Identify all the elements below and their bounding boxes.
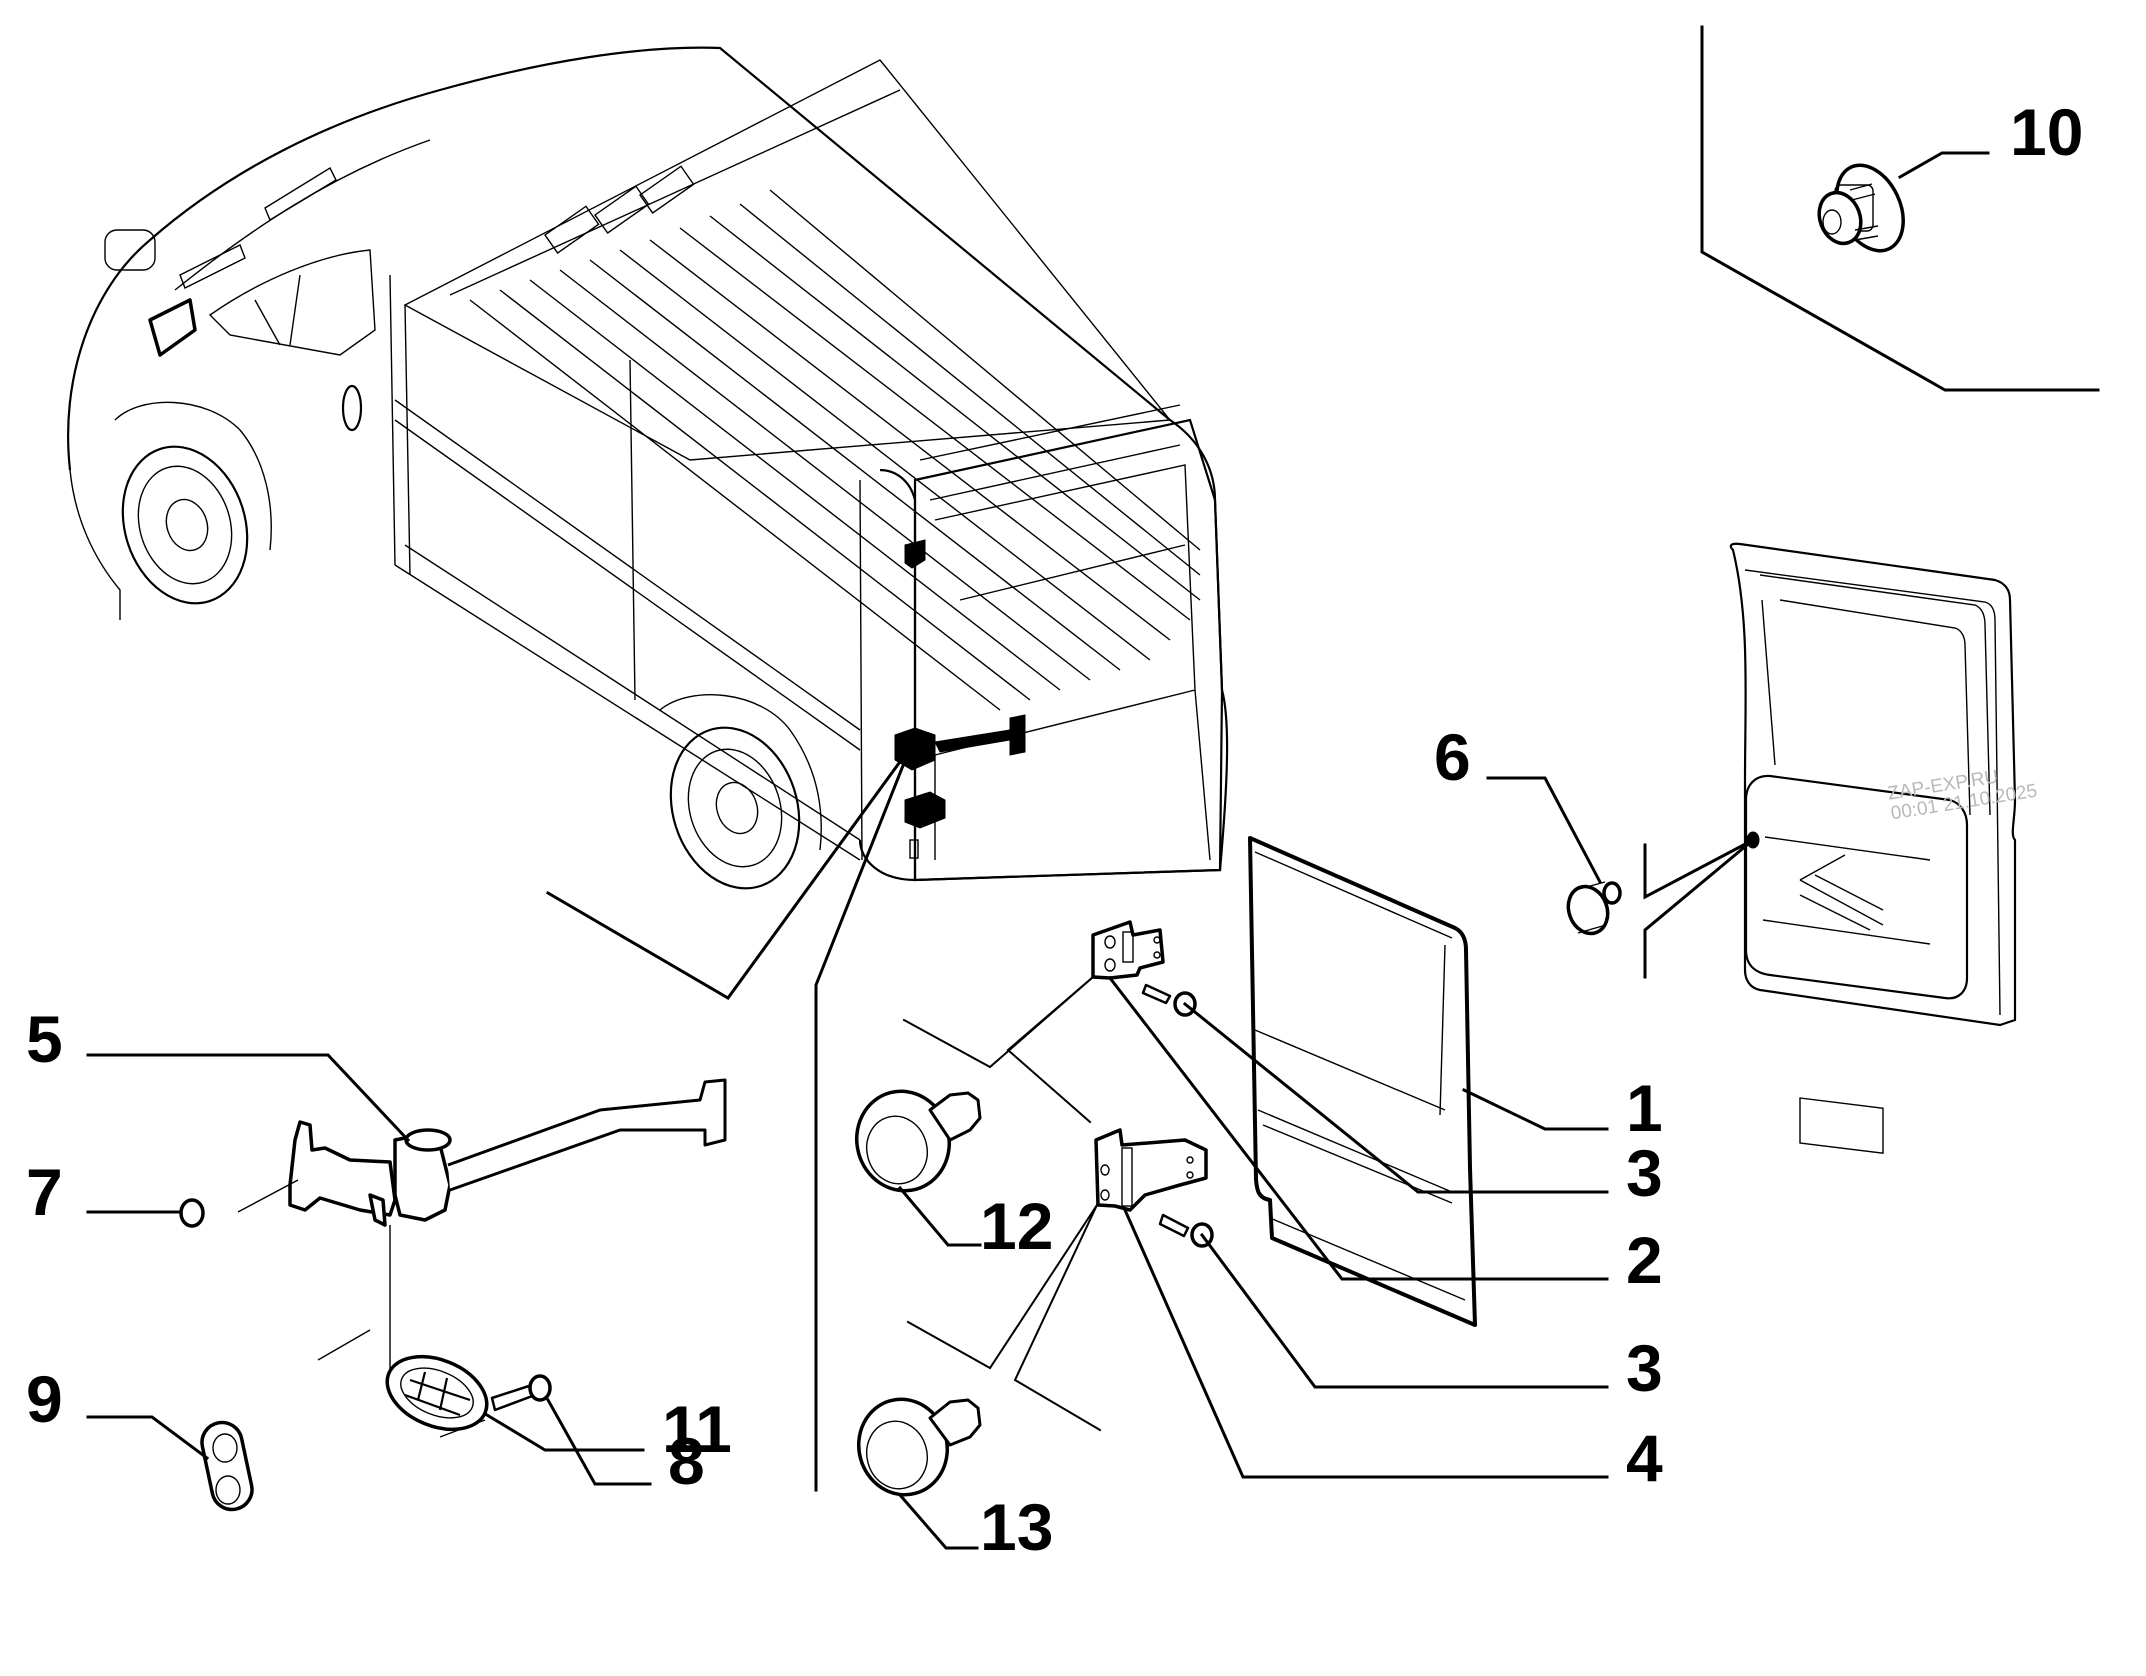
callout-2[interactable]: 2 (1626, 1223, 1663, 1297)
leader-9 (86, 1415, 210, 1461)
leader-8 (545, 1397, 652, 1486)
part-12-bumper (854, 1089, 982, 1193)
leader-1 (1461, 1087, 1609, 1131)
roof-ribs (469, 189, 1201, 711)
leader-2 (1107, 975, 1609, 1281)
front-wheel (114, 401, 272, 605)
callout-9[interactable]: 9 (26, 1362, 63, 1436)
callout-7[interactable]: 7 (26, 1155, 63, 1229)
leader-12 (897, 1185, 982, 1247)
leader-10 (1897, 151, 1990, 180)
part-6-buffer (1566, 881, 1622, 936)
leader-6 (1486, 776, 1603, 885)
rear-wheel (659, 694, 822, 890)
callout-3-upper[interactable]: 3 (1626, 1136, 1663, 1210)
part-3-lower-bolt (1158, 1213, 1214, 1248)
part-10-plug (1817, 163, 1905, 253)
part-3-upper-bolt (1141, 983, 1197, 1017)
rear-door-outer-view (1729, 542, 2017, 1154)
callout-3-lower[interactable]: 3 (1626, 1331, 1663, 1405)
part-13-bumper (856, 1397, 982, 1497)
leader-4 (1123, 1208, 1609, 1479)
leader-5 (86, 1053, 411, 1143)
callout-13[interactable]: 13 (980, 1490, 1053, 1564)
part-11-grommet (385, 1354, 489, 1432)
callout-5[interactable]: 5 (26, 1002, 63, 1076)
part-2-upper-hinge (1091, 920, 1165, 980)
bracket-6 (1643, 838, 1754, 979)
leader-11 (484, 1412, 645, 1452)
callout-12[interactable]: 12 (980, 1189, 1053, 1263)
part-9-gasket (200, 1420, 254, 1512)
leader-13 (897, 1492, 979, 1550)
hinge-attachment-lines (902, 975, 1102, 1432)
part-8-screw (439, 1374, 552, 1438)
part-1-rear-door-panel (1248, 836, 1477, 1327)
callout-1[interactable]: 1 (1626, 1071, 1663, 1145)
inset-border (1700, 25, 2100, 392)
part-7-nut (179, 1198, 205, 1228)
van-callout-lines (545, 745, 913, 1492)
callout-11[interactable]: 11 (662, 1392, 732, 1466)
part-5-check-strap (237, 1078, 727, 1370)
callout-10[interactable]: 10 (2010, 95, 2083, 169)
callout-4[interactable]: 4 (1626, 1421, 1663, 1495)
leader-3-lower (1199, 1232, 1609, 1389)
part-4-lower-hinge (1094, 1128, 1208, 1212)
door-mesh-grille (1799, 854, 1884, 1154)
callout-8[interactable]: 8 (668, 1424, 705, 1498)
callout-6[interactable]: 6 (1434, 720, 1471, 794)
van-illustration (67, 46, 1229, 890)
leader-3-upper (1182, 1001, 1609, 1194)
watermark: ZAP-EXP.RU 00:01 21.10.2025 (1886, 766, 2039, 824)
